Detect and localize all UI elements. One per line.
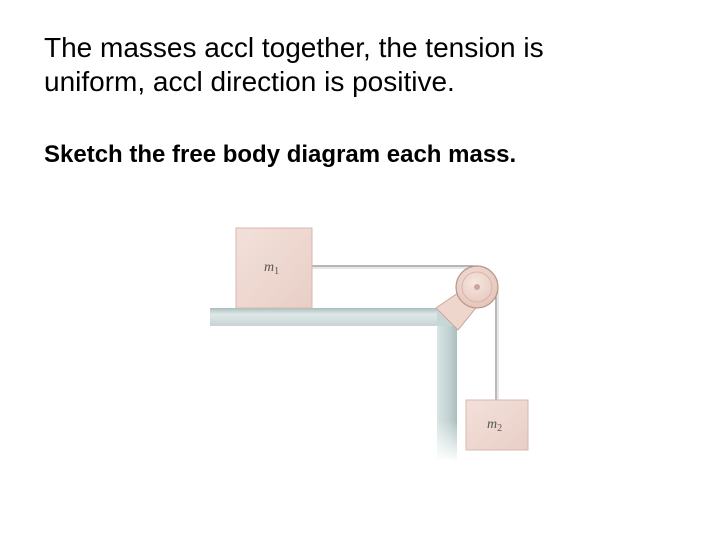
mass-2-label: m2 (487, 417, 502, 434)
pulley-rim (461, 271, 493, 303)
pulley-axle (474, 284, 480, 290)
slide-title: The masses accl together, the tension is… (44, 31, 704, 99)
title-line-2: uniform, accl direction is positive. (44, 66, 455, 97)
mass-1-block: m1 (235, 227, 313, 309)
table-side-fade (437, 420, 457, 462)
mass-2-block: m2 (465, 399, 529, 451)
table-top (210, 308, 460, 326)
title-line-1: The masses accl together, the tension is (44, 32, 544, 63)
mass-1-label: m1 (264, 260, 279, 277)
instruction-text: Sketch the free body diagram each mass. (44, 141, 517, 168)
